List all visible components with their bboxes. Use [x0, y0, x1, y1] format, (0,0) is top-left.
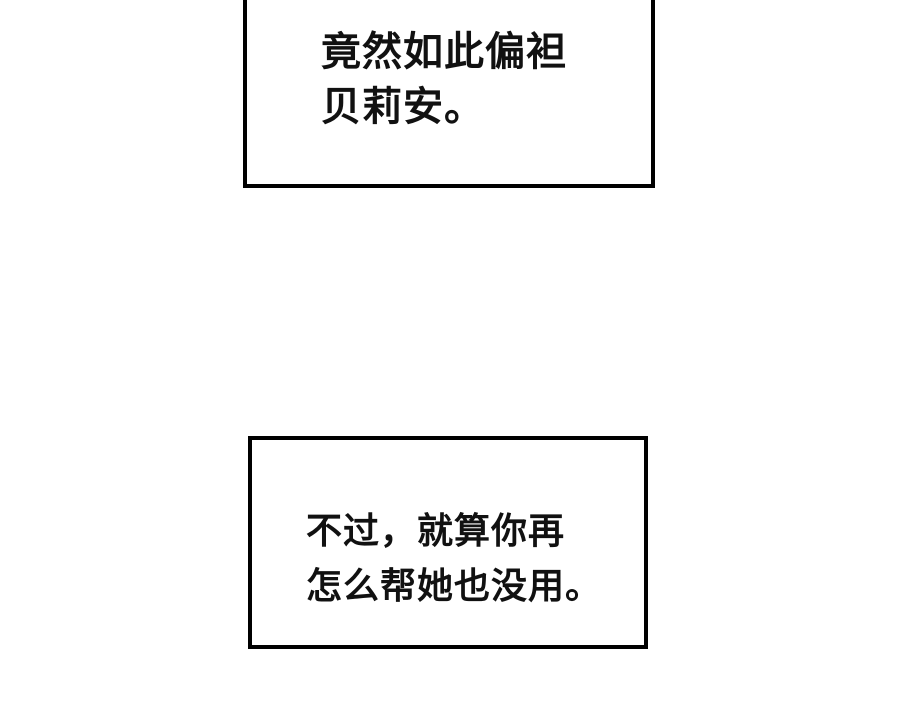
caption-1-line-2: 贝莉安。: [321, 84, 485, 130]
caption-1-line-1: 竟然如此偏袒: [321, 29, 567, 75]
caption-box-1: 竟然如此偏袒 贝莉安。: [243, 0, 655, 188]
caption-2-line-2: 怎么帮她也没用。: [306, 566, 603, 607]
caption-box-2: 不过，就算你再 怎么帮她也没用。: [248, 436, 648, 649]
caption-2-line-1: 不过，就算你再: [306, 511, 566, 552]
